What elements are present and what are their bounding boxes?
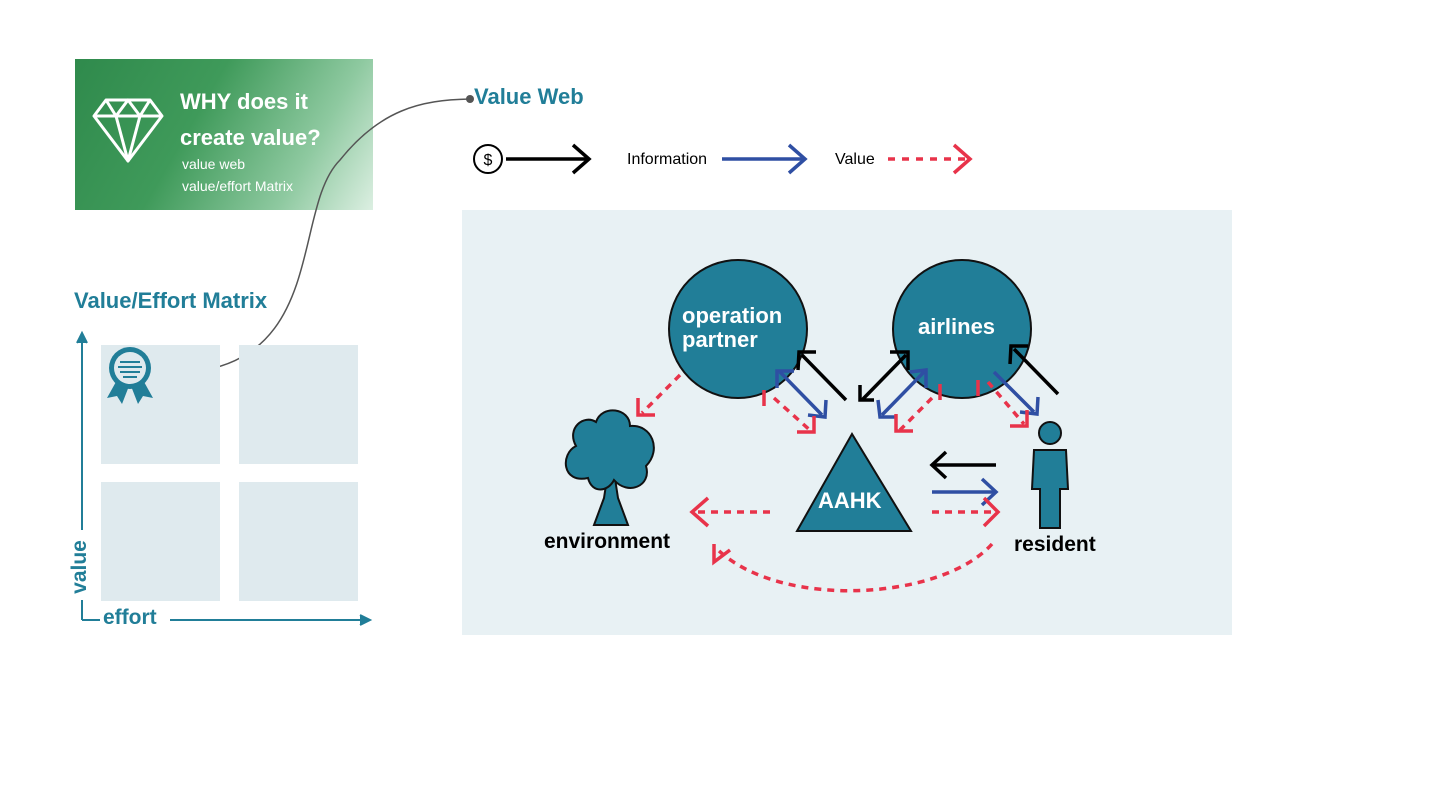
- matrix-x-label: effort: [103, 606, 157, 629]
- money-arrowhead: [571, 143, 592, 175]
- legend-information-label: Information: [627, 151, 708, 168]
- award-ribbon-icon[interactable]: [103, 346, 157, 406]
- person-icon: [1030, 421, 1070, 529]
- why-card[interactable]: [75, 59, 373, 210]
- value-arrowhead: [952, 143, 973, 175]
- value-web-heading: Value Web: [474, 84, 584, 109]
- value-web-diagram: [564, 259, 1070, 593]
- environment-label: environment: [544, 530, 671, 553]
- why-card-link-value-web[interactable]: value web: [182, 156, 246, 172]
- matrix-axes: [76, 330, 373, 626]
- operation-partner-node: [668, 259, 808, 399]
- information-flows: [775, 368, 1040, 507]
- aahk-label: AAHK: [818, 488, 882, 513]
- why-card-link-matrix[interactable]: value/effort Matrix: [182, 178, 294, 194]
- aahk-node: [795, 432, 913, 532]
- operation-partner-label: operation partner: [682, 303, 783, 352]
- matrix-cell-bottom-left[interactable]: [101, 482, 220, 601]
- dollar-coin-icon: [473, 144, 503, 174]
- resident-label: resident: [1014, 533, 1096, 556]
- tree-icon: [564, 409, 655, 526]
- matrix-cell-bottom-right[interactable]: [239, 482, 358, 601]
- airlines-label: airlines: [918, 314, 996, 339]
- matrix-y-label: value: [68, 540, 91, 594]
- legend: $: [473, 143, 973, 175]
- money-flows: [796, 344, 1060, 480]
- information-arrowhead: [787, 143, 808, 175]
- matrix-heading: Value/Effort Matrix: [74, 288, 268, 313]
- airlines-node: [892, 259, 1032, 399]
- dollar-symbol: $: [484, 152, 493, 169]
- matrix-cell-top-right[interactable]: [239, 345, 358, 464]
- diamond-icon: [92, 98, 164, 163]
- nodes: [668, 259, 1032, 532]
- value-flows: [640, 373, 1026, 593]
- why-card-title: WHY does it create value?: [180, 89, 321, 150]
- legend-value-label: Value: [835, 151, 875, 168]
- value-arrowheads: [636, 380, 1029, 566]
